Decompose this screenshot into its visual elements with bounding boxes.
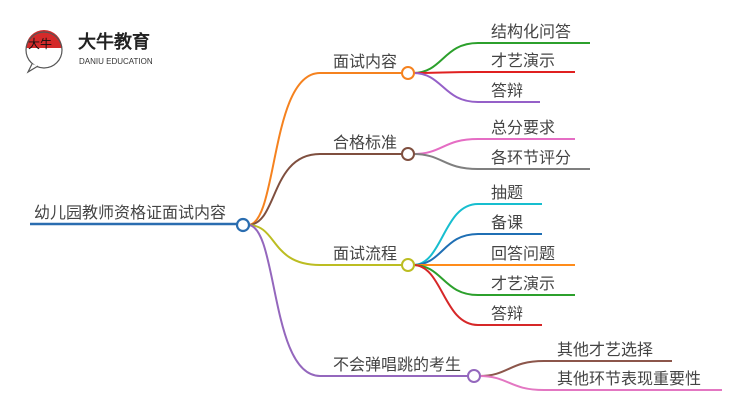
root-node-label: 幼儿园教师资格证面试内容	[34, 203, 227, 222]
leaf-label: 其他环节表现重要性	[557, 369, 702, 388]
leaf-label: 抽题	[491, 183, 524, 202]
leaf-label: 答辩	[491, 304, 524, 323]
branch-connector	[247, 224, 402, 266]
leaf-connector	[412, 153, 590, 170]
branch-node-circle[interactable]	[401, 66, 415, 80]
logo-tail	[26, 63, 39, 74]
leaf-label: 备课	[491, 213, 524, 232]
branch-label: 面试内容	[333, 52, 398, 71]
logo-mark: 大牛	[20, 26, 70, 76]
logo-name-cn: 大牛教育	[78, 32, 150, 53]
leaf-label: 才艺演示	[491, 274, 556, 293]
branch-label: 不会弹唱跳的考生	[333, 355, 462, 374]
logo-name-en: DANIU EDUCATION	[79, 57, 153, 66]
leaf-connector	[412, 138, 575, 155]
leaf-connector	[412, 264, 542, 326]
logo-ring	[25, 31, 63, 69]
leaf-label: 各环节评分	[491, 148, 572, 167]
leaf-connector	[412, 203, 542, 266]
leaf-label: 结构化问答	[491, 22, 572, 41]
branch-node-circle[interactable]	[401, 258, 415, 272]
branch-connector	[247, 153, 402, 226]
leaf-connector	[412, 72, 540, 103]
root-node-circle[interactable]	[235, 217, 251, 233]
logo-mark-icon	[25, 30, 63, 74]
leaf-connector	[478, 375, 722, 391]
leaf-label: 总分要求	[491, 118, 556, 137]
logo: 大牛 大牛教育 DANIU EDUCATION	[20, 26, 190, 76]
leaf-connector	[412, 233, 542, 266]
branch-label: 合格标准	[333, 133, 398, 152]
leaf-connector	[412, 71, 575, 74]
leaf-label: 回答问题	[491, 244, 556, 263]
leaf-label: 其他才艺选择	[557, 340, 654, 359]
branch-connector	[247, 224, 468, 377]
logo-mark-text: 大牛	[28, 37, 53, 51]
branch-node-circle[interactable]	[401, 147, 415, 161]
leaf-label: 答辩	[491, 81, 524, 100]
branch-label: 面试流程	[333, 244, 398, 263]
leaf-label: 才艺演示	[491, 51, 556, 70]
branch-node-circle[interactable]	[467, 369, 481, 383]
branch-connector	[247, 72, 402, 226]
leaf-connector	[412, 42, 590, 74]
